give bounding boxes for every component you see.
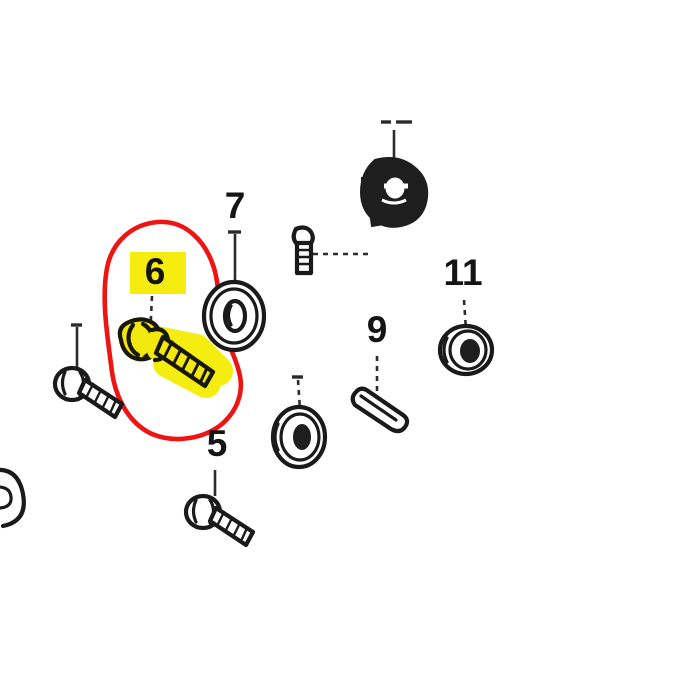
bolt-6-threads (163, 340, 209, 383)
bushing-11-bore (460, 339, 480, 363)
part-pin-9 (350, 356, 410, 434)
part-flange-bolt-6 (117, 295, 216, 389)
callout-label-9: 9 (367, 309, 388, 350)
pin-9-highlight (359, 394, 398, 422)
annotation-loop-ref-6 (102, 219, 244, 442)
callout-label-5: 5 (207, 423, 228, 464)
washer-edge-bore (0, 485, 13, 510)
callout-label-7: 7 (225, 185, 246, 226)
highlight-box-ref-6 (130, 252, 186, 294)
bolt-5-shank (207, 505, 256, 548)
washer-center-rim (279, 412, 321, 462)
part-washer-edge (0, 467, 26, 529)
washer-center-side (273, 422, 280, 452)
screw-top-head (291, 225, 315, 247)
bushing-11-side (442, 336, 449, 364)
clamp-top-detail (381, 198, 407, 205)
clamp-top-foot (368, 211, 386, 228)
callout-label-11: 11 (443, 252, 482, 293)
bolt-6-head-facet (126, 322, 141, 358)
callout-label-6: 6 (145, 251, 166, 292)
bolt-6-shank-outline (153, 334, 216, 389)
clamp-top-tab (361, 177, 376, 199)
bolt-left-head-facet (60, 370, 67, 396)
callout-labels: 6 7 11 9 5 (145, 185, 483, 464)
part-flange-bolt-5 (183, 470, 256, 548)
bolt-left-threads (85, 382, 118, 413)
washer-7-bore-shade (226, 304, 233, 327)
part-washer-center (270, 375, 328, 470)
bolt-6-shank-fill (156, 337, 213, 386)
part-screw-top (291, 225, 370, 276)
washer-7-rim (209, 287, 259, 345)
bolt-5-threads (216, 510, 249, 541)
part-clamp-top (359, 120, 429, 228)
bushing-11-rim (448, 329, 488, 371)
part-washer-7 (201, 230, 267, 353)
leader-ref-6 (148, 295, 154, 339)
washer-center-bore (293, 424, 311, 450)
screw-top-threads (295, 248, 313, 266)
part-flange-bolt-left (52, 323, 125, 420)
part-bushing-11 (437, 299, 495, 377)
bolt-5-head-facet (191, 498, 198, 524)
